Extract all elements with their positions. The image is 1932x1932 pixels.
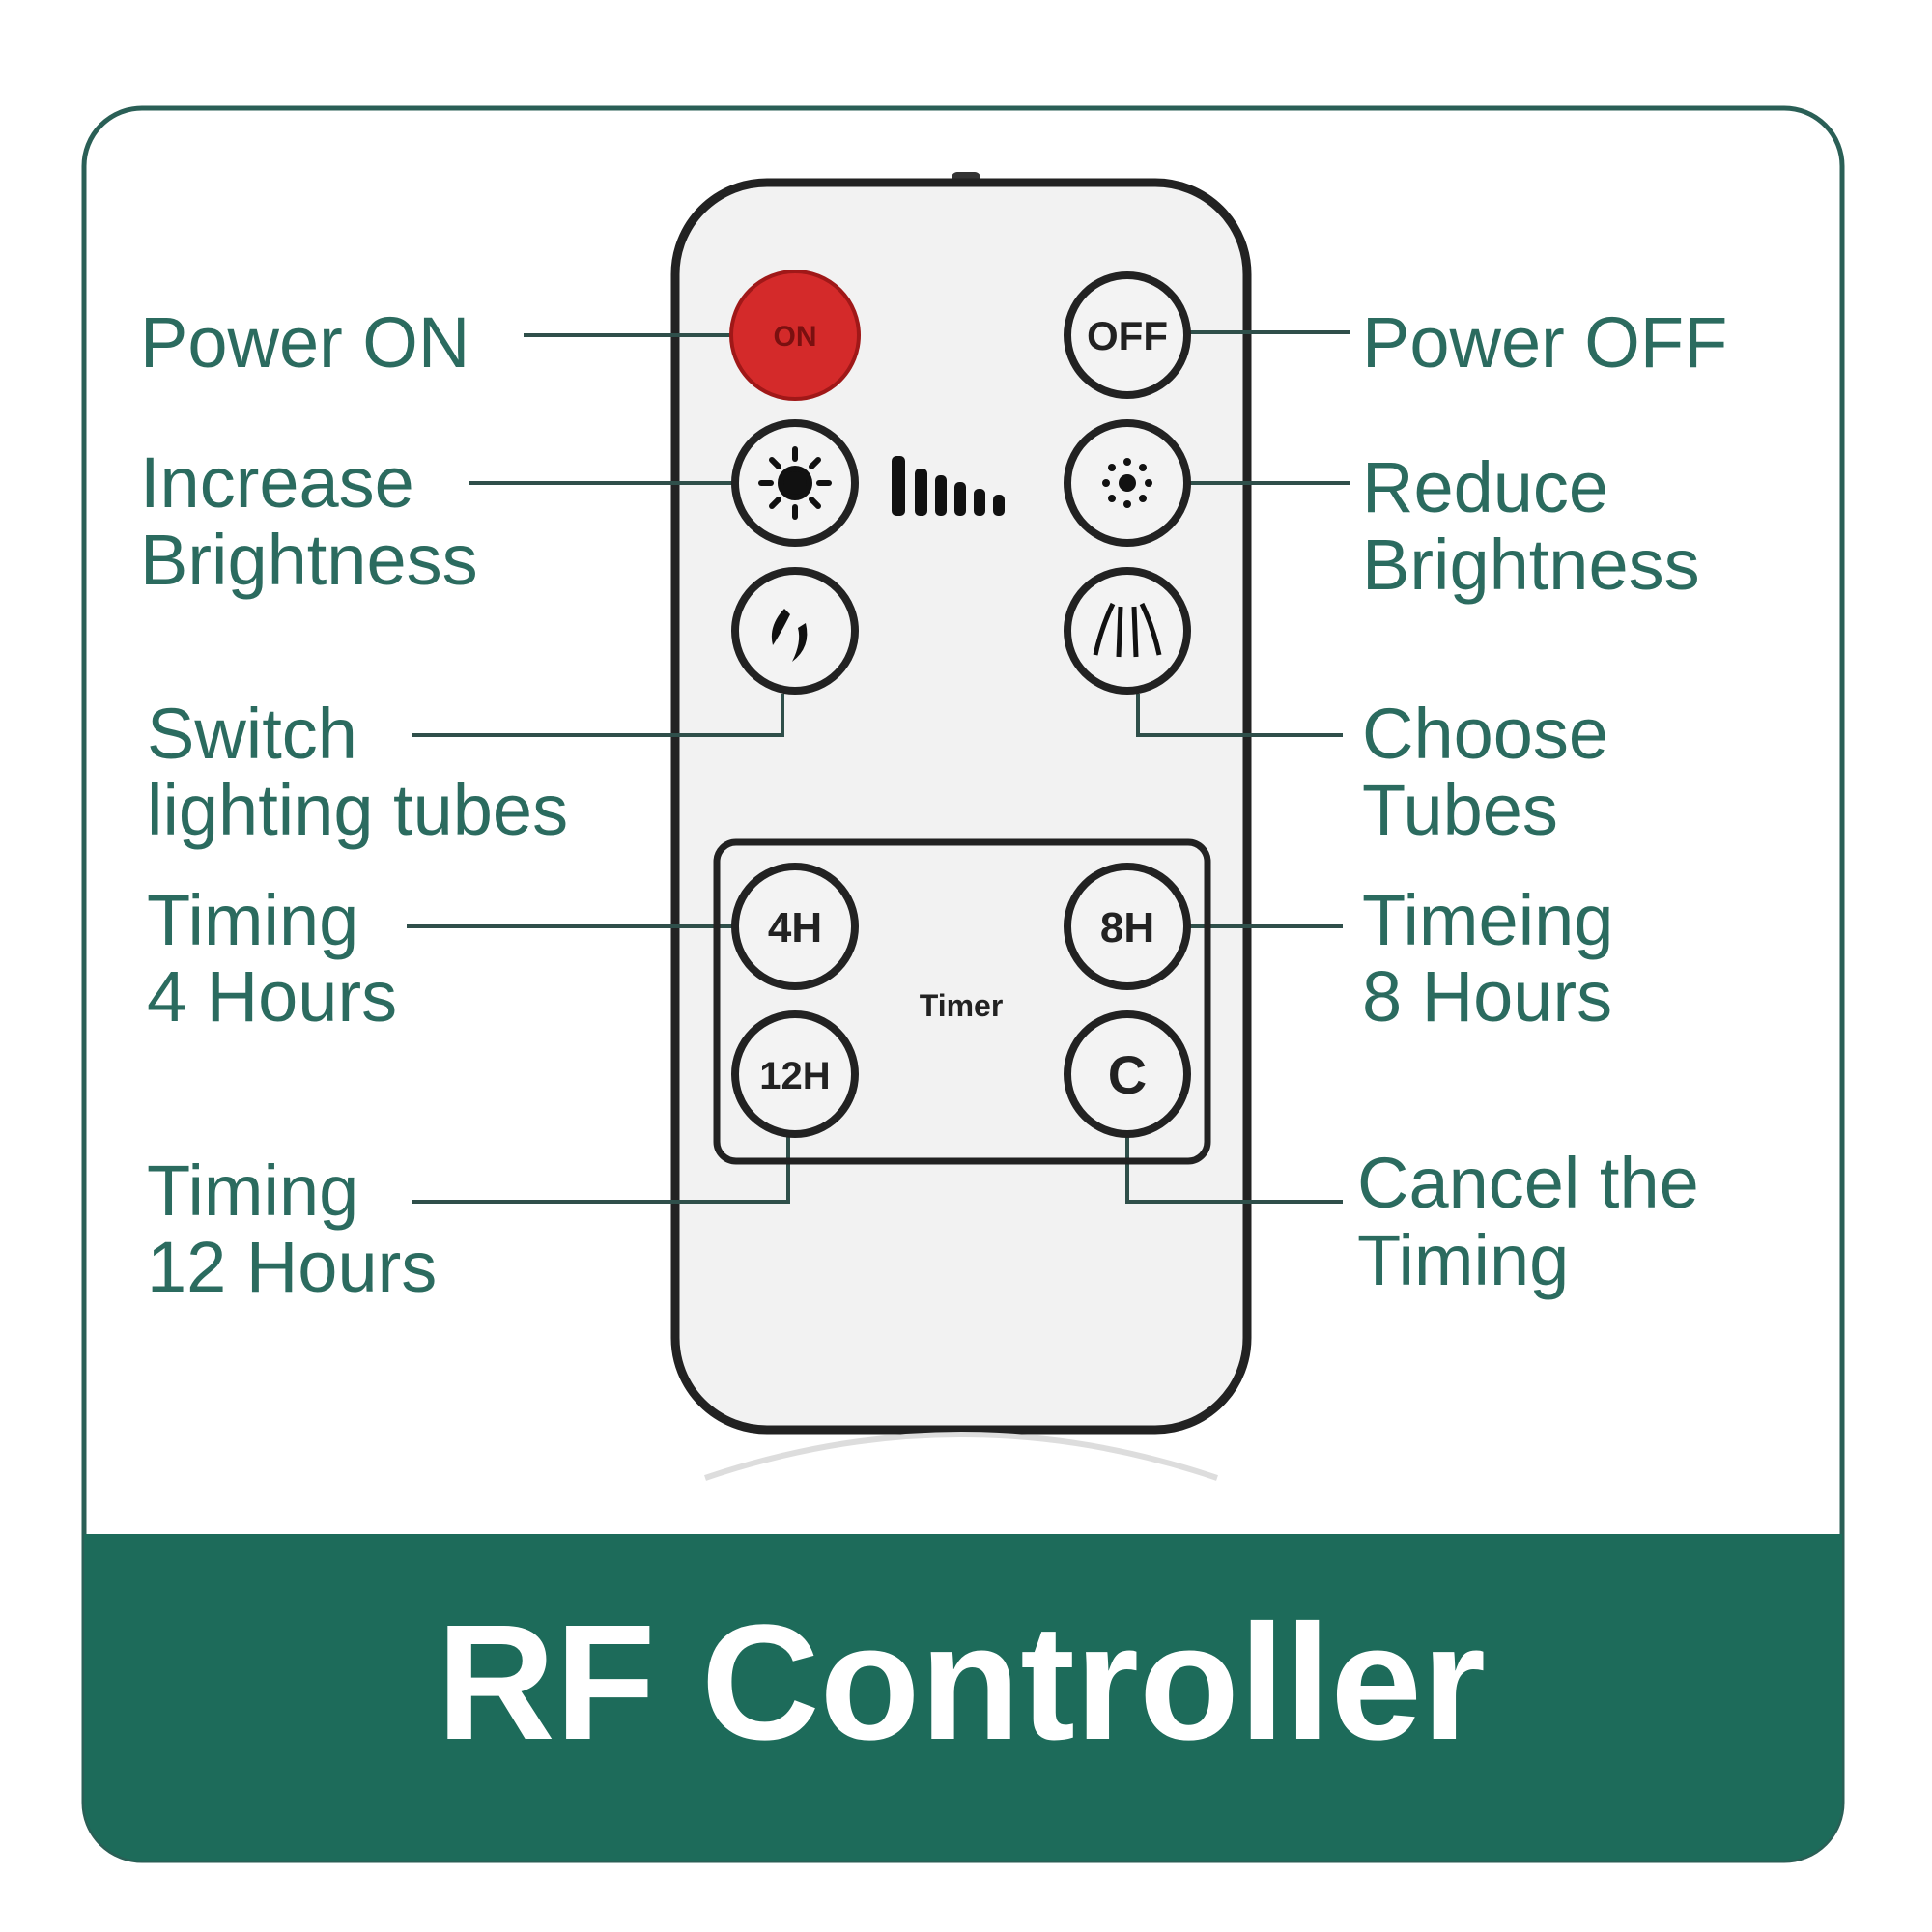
label-t4-line2: 4 Hours bbox=[147, 956, 397, 1037]
increase-brightness-button[interactable] bbox=[731, 419, 859, 547]
title: RF Controller bbox=[437, 1591, 1486, 1775]
label-power-off: Power OFF bbox=[1362, 302, 1727, 383]
label-increase-line2: Brightness bbox=[140, 520, 478, 600]
swirl-icon bbox=[771, 609, 808, 662]
timer-12h-label: 12H bbox=[759, 1055, 830, 1097]
label-choose-line2: Tubes bbox=[1362, 770, 1558, 850]
timer-12h-button[interactable]: 12H bbox=[731, 1010, 859, 1138]
label-increase-line1: Increase bbox=[140, 442, 414, 523]
tubes-icon bbox=[1093, 602, 1162, 658]
label-t12-line2: 12 Hours bbox=[147, 1227, 437, 1307]
label-cancel-line1: Cancel the bbox=[1357, 1143, 1699, 1223]
connector-lines bbox=[407, 330, 1350, 1204]
title-band bbox=[84, 1534, 1842, 1861]
label-switch-line2: lighting tubes bbox=[147, 770, 568, 850]
label-t4-line1: Timing bbox=[147, 880, 358, 960]
label-t8-line1: Timeing bbox=[1362, 880, 1613, 960]
label-reduce-line1: Reduce bbox=[1362, 447, 1608, 527]
label-power-on: Power ON bbox=[140, 302, 469, 383]
cancel-timer-button[interactable]: C bbox=[1064, 1010, 1191, 1138]
on-button-label: ON bbox=[774, 321, 817, 353]
sun-bright-icon bbox=[758, 446, 832, 520]
timer-label: Timer bbox=[920, 988, 1004, 1023]
remote-shadow bbox=[704, 1432, 1218, 1481]
label-cancel-line2: Timing bbox=[1357, 1220, 1569, 1300]
on-button[interactable]: ON bbox=[729, 270, 861, 401]
choose-tubes-button[interactable] bbox=[1064, 567, 1191, 695]
off-button[interactable]: OFF bbox=[1064, 271, 1191, 399]
label-switch-line1: Switch bbox=[147, 694, 357, 774]
off-button-label: OFF bbox=[1087, 313, 1168, 358]
label-reduce-line2: Brightness bbox=[1362, 525, 1700, 605]
reduce-brightness-button[interactable] bbox=[1064, 419, 1191, 547]
brightness-level-bars-icon bbox=[892, 456, 1005, 516]
label-t8-line2: 8 Hours bbox=[1362, 956, 1612, 1037]
timer-8h-button[interactable]: 8H bbox=[1064, 863, 1191, 990]
sun-dim-icon bbox=[1102, 458, 1152, 508]
timer-group-box bbox=[713, 838, 1211, 1165]
switch-tubes-button[interactable] bbox=[731, 567, 859, 695]
timer-4h-label: 4H bbox=[768, 904, 822, 952]
timer-8h-label: 8H bbox=[1100, 904, 1154, 952]
timer-4h-button[interactable]: 4H bbox=[731, 863, 859, 990]
label-choose-line1: Choose bbox=[1362, 694, 1608, 774]
cancel-timer-label: C bbox=[1108, 1044, 1147, 1105]
label-t12-line1: Timing bbox=[147, 1151, 358, 1231]
